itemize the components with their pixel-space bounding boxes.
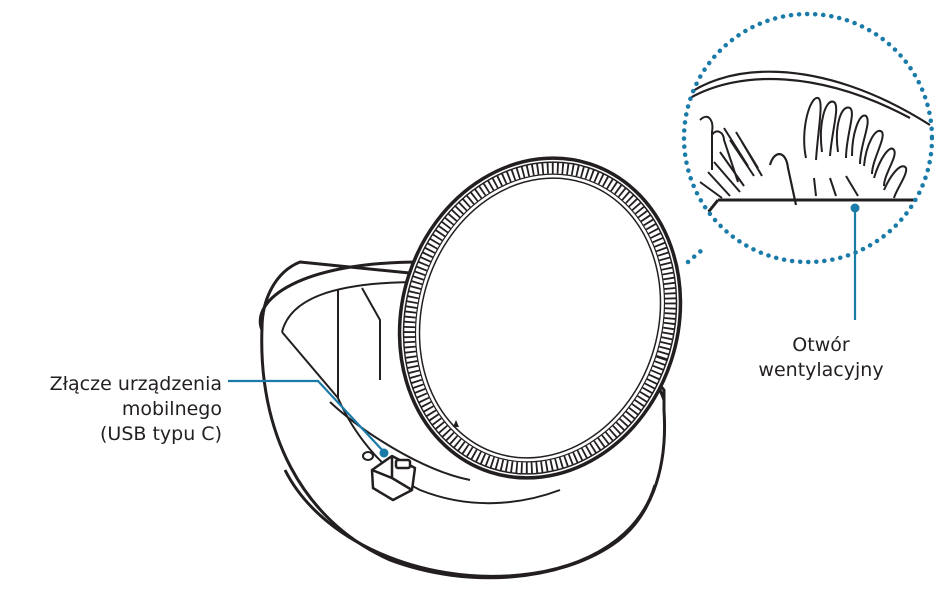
connector-callout-dot [379,448,389,458]
vent-callout-dot [850,203,860,213]
connector-callout-line [228,379,385,453]
vent-label-line2: wentylacyjny [758,359,884,381]
charging-pad [397,156,683,480]
usb-connector-label-line2: mobilnego [121,398,222,420]
usb-connector-label: Złącze urządzenia mobilnego (USB typu C) [50,372,222,447]
vent-label-line1: Otwór [792,334,850,356]
usb-connector-label-line3: (USB typu C) [100,423,222,445]
triangle-up-icon [453,420,459,427]
usb-connector-label-line1: Złącze urządzenia [49,373,222,395]
vent-zoom-detail [681,11,934,265]
vent-label: Otwór wentylacyjny [736,333,906,383]
usb-c-connector [362,451,417,502]
